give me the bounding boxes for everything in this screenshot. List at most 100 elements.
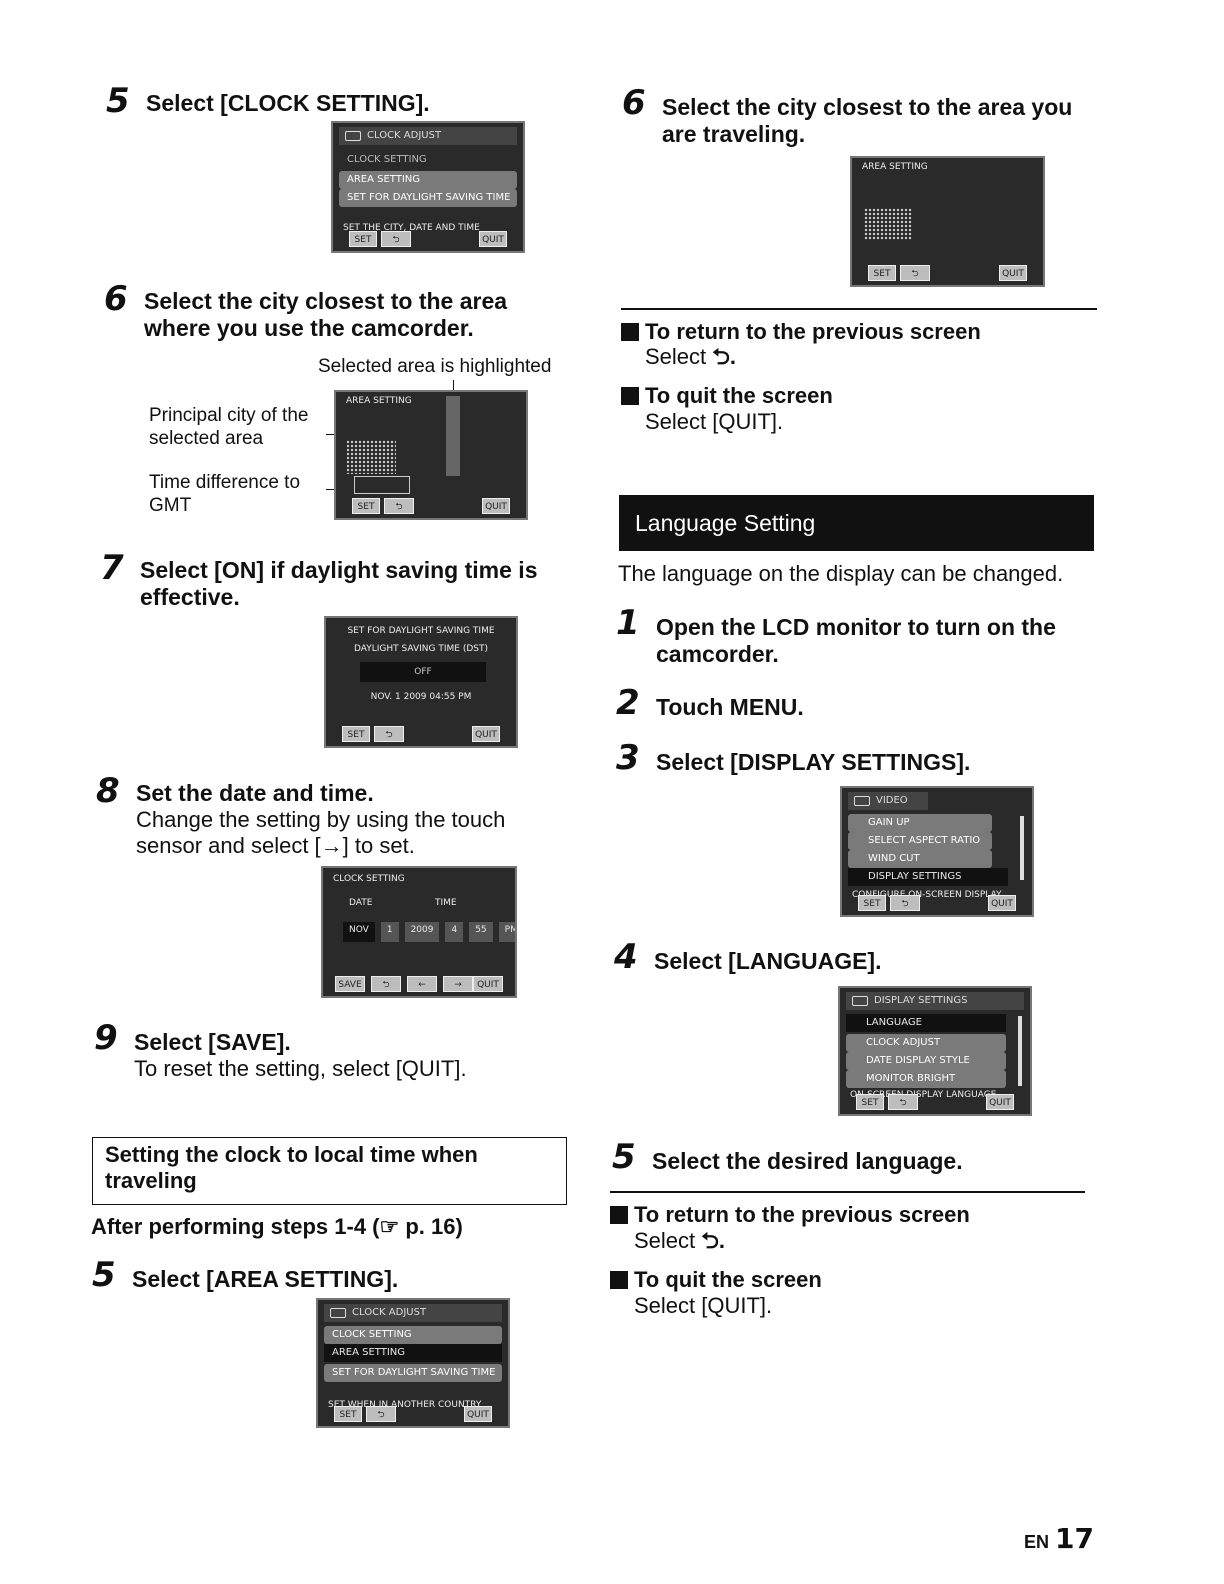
quit-instruction: Select [QUIT]. — [634, 1293, 773, 1318]
lcd-area-setting-map: AREA SETTING SET ⮌ QUIT — [334, 390, 528, 520]
page-footer: EN 17 — [1024, 1522, 1094, 1555]
step-title-line-1: Select [ON] if daylight saving time is — [140, 557, 538, 583]
return-instruction: Select ⮌. — [645, 344, 736, 369]
time-label: TIME — [435, 898, 457, 908]
step-2-touch-menu: 2 Touch MENU. — [616, 686, 804, 721]
lcd-header: DISPLAY SETTINGS — [846, 992, 1024, 1010]
callout-time-difference: Time difference to GMT — [149, 472, 301, 516]
back-icon: ⮌ — [374, 726, 404, 742]
divider — [621, 308, 1097, 310]
lcd-header: AREA SETTING — [862, 162, 928, 172]
left-arrow-icon: ← — [407, 976, 437, 992]
step-title: Touch MENU. — [656, 694, 804, 720]
step-title: Select [AREA SETTING]. — [132, 1266, 399, 1292]
lcd-menu-item: CLOCK ADJUST — [846, 1034, 1006, 1052]
lcd-button-bar: SAVE ⮌ ← → QUIT — [329, 976, 509, 992]
quit-button: QUIT — [986, 1094, 1014, 1110]
lcd-button-bar: SET ⮌ QUIT — [342, 498, 520, 514]
step-number: 3 — [616, 738, 640, 778]
lcd-menu-item: CLOCK SETTING — [347, 154, 427, 165]
quit-button: QUIT — [472, 726, 500, 742]
step-title-line-2: are traveling. — [662, 121, 806, 147]
set-button: SET — [342, 726, 370, 742]
lcd-button-bar: SET ⮌ QUIT — [846, 1094, 1024, 1110]
lcd-header: CLOCK SETTING — [333, 874, 405, 884]
set-button: SET — [868, 265, 896, 281]
month-field: NOV — [343, 922, 375, 942]
step-7-daylight-saving: 7 Select [ON] if daylight saving time is… — [100, 551, 537, 611]
step-4-language: 4 Select [LANGUAGE]. — [614, 940, 881, 975]
language-code: EN — [1024, 1532, 1050, 1552]
set-button: SET — [858, 895, 886, 911]
divider — [610, 1191, 1085, 1193]
lcd-button-bar: SET ⮌ QUIT — [848, 895, 1026, 911]
step-8-date-time: 8 Set the date and time. Change the sett… — [96, 774, 505, 859]
year-field: 2009 — [404, 922, 440, 942]
scrollbar — [1020, 816, 1024, 880]
callout-principal-city: Principal city of the selected area — [149, 405, 309, 449]
step-number: 5 — [92, 1255, 116, 1295]
step-6-select-city: 6 Select the city closest to the area wh… — [104, 282, 507, 342]
return-heading: To return to the previous screen — [621, 319, 981, 345]
step-6-select-city-traveling: 6 Select the city closest to the area yo… — [622, 86, 1072, 148]
step-5-desired-language: 5 Select the desired language. — [612, 1140, 963, 1175]
quit-heading: To quit the screen — [621, 383, 833, 409]
lcd-menu-item: CLOCK SETTING — [324, 1326, 502, 1344]
back-icon: ⮌ — [371, 976, 401, 992]
lcd-menu-item: DATE DISPLAY STYLE — [846, 1052, 1006, 1070]
bullet-square-icon — [621, 323, 639, 341]
step-description: To reset the setting, select [QUIT]. — [134, 1056, 467, 1081]
date-label: DATE — [349, 898, 373, 908]
quit-button: QUIT — [464, 1406, 492, 1422]
lcd-menu-item: WIND CUT — [848, 850, 992, 868]
return-heading: To return to the previous screen — [610, 1202, 970, 1228]
step-number: 6 — [104, 279, 128, 319]
language-setting-banner: Language Setting — [619, 495, 1094, 551]
lcd-date: NOV. 1 2009 04:55 PM — [370, 692, 472, 702]
section-heading-local-time: Setting the clock to local time when tra… — [92, 1137, 567, 1205]
language-intro: The language on the display can be chang… — [618, 561, 1064, 586]
step-number: 6 — [622, 83, 646, 123]
back-icon: ⮌ — [384, 498, 414, 514]
step-number: 9 — [94, 1018, 118, 1058]
lcd-button-bar: SET ⮌ QUIT — [332, 726, 510, 742]
dst-value-field: OFF — [360, 662, 486, 682]
step-title: Set the date and time. — [136, 780, 374, 806]
quit-instruction: Select [QUIT]. — [645, 409, 784, 434]
lcd-clock-setting: CLOCK SETTING DATE TIME NOV 1 2009 4 55 … — [321, 866, 517, 998]
right-arrow-icon: → — [443, 976, 473, 992]
step-1-open-lcd: 1 Open the LCD monitor to turn on the ca… — [616, 606, 1056, 668]
step-3-display-settings: 3 Select [DISPLAY SETTINGS]. — [616, 741, 970, 776]
bullet-square-icon — [621, 387, 639, 405]
set-button: SET — [349, 231, 377, 247]
save-button: SAVE — [335, 976, 365, 992]
lcd-menu-item: GAIN UP — [848, 814, 992, 832]
back-icon: ⮌ — [381, 231, 411, 247]
quit-button: QUIT — [988, 895, 1016, 911]
back-icon: ⮌. — [712, 344, 736, 369]
after-steps-note: After performing steps 1-4 (☞ p. 16) — [91, 1214, 463, 1239]
quit-button: QUIT — [473, 976, 503, 992]
lcd-button-bar: SET ⮌ QUIT — [858, 265, 1037, 281]
lcd-help-text: ON-SCREEN DISPLAY LANGUAGE — [850, 1090, 997, 1100]
selected-area-highlight — [446, 396, 460, 476]
step-description-line-1: Change the setting by using the touch — [136, 807, 506, 832]
bullet-square-icon — [610, 1271, 628, 1289]
world-map — [346, 440, 396, 474]
time-difference-box — [354, 476, 410, 494]
step-number: 7 — [100, 548, 124, 588]
step-title-line-2: camcorder. — [656, 641, 779, 667]
lcd-menu-item: MONITOR BRIGHT — [846, 1070, 1006, 1088]
lcd-subtitle: DAYLIGHT SAVING TIME (DST) — [354, 644, 488, 654]
lcd-menu-item-selected: LANGUAGE — [846, 1014, 1006, 1032]
return-instruction: Select ⮌. — [634, 1228, 725, 1253]
world-map — [864, 208, 912, 240]
step-5-area-setting: 5 Select [AREA SETTING]. — [92, 1258, 398, 1293]
lcd-header: CLOCK ADJUST — [324, 1304, 502, 1322]
back-icon: ⮌ — [890, 895, 920, 911]
clock-field-row: NOV 1 2009 4 55 PM — [343, 922, 515, 942]
lcd-title: SET FOR DAYLIGHT SAVING TIME — [347, 626, 495, 636]
ampm-field: PM — [498, 922, 515, 942]
set-button: SET — [856, 1094, 884, 1110]
step-title-line-1: Open the LCD monitor to turn on the — [656, 614, 1056, 640]
